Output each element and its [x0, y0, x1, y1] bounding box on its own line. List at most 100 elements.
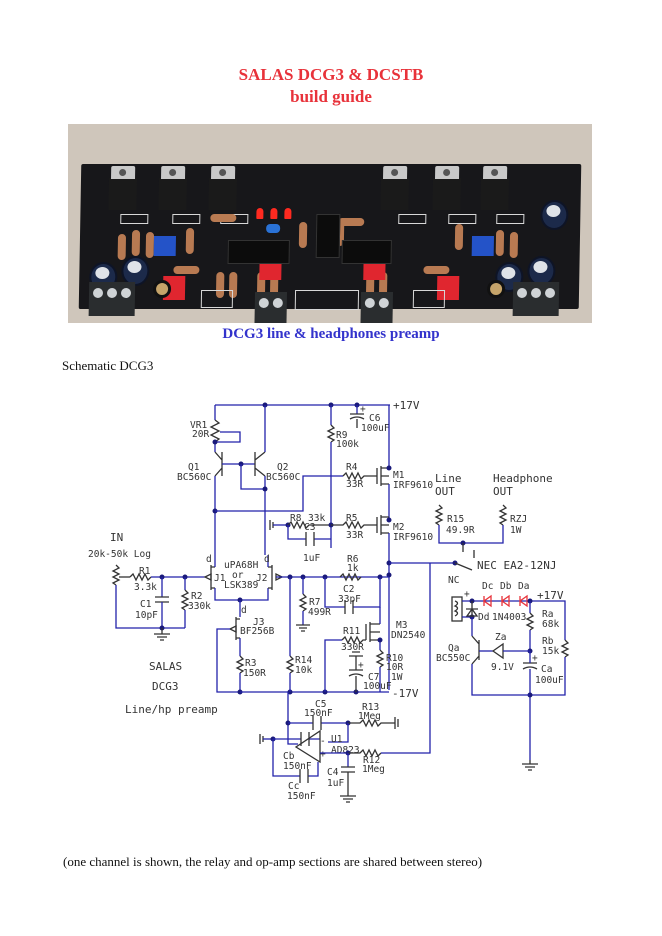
- r6-value: 1k: [347, 563, 359, 574]
- r13-label: R13: [362, 702, 379, 713]
- electrolytic-capacitor: [540, 200, 569, 230]
- c5-label: C5: [315, 699, 326, 710]
- r14-value: 10k: [295, 665, 312, 676]
- qa-label: Qa: [448, 643, 459, 654]
- opamp-plus: +: [320, 749, 326, 760]
- silkscreen: [448, 214, 477, 224]
- dual-jfet-value: uPA68H: [224, 560, 259, 571]
- mosfet-tab: [208, 178, 238, 210]
- line-out-label2: OUT: [435, 485, 455, 498]
- cb-value: 150nF: [283, 761, 312, 772]
- input-label: IN: [110, 531, 123, 544]
- page-subtitle: build guide: [290, 87, 372, 106]
- r2-value: 330k: [188, 601, 211, 612]
- ra-label: Ra: [542, 609, 553, 620]
- r12-label: R12: [363, 755, 380, 766]
- rzj-label: RZJ: [510, 514, 527, 525]
- u1-value: AD823: [331, 745, 360, 756]
- input-pot-label: 20k-50k Log: [88, 549, 151, 560]
- led: [256, 208, 264, 219]
- m2-label: M2: [393, 522, 404, 533]
- mosfet-tab: [158, 178, 188, 210]
- db-label: Db: [500, 581, 512, 592]
- input-connector: [200, 290, 234, 308]
- brand-salas: SALAS: [149, 660, 182, 673]
- c1-value: 10pF: [135, 610, 158, 621]
- resistor: [185, 228, 195, 254]
- r12-value: 1Meg: [362, 764, 385, 775]
- r9-label: R9: [336, 430, 348, 441]
- resistor: [210, 214, 237, 222]
- r10-rating: 1W: [391, 672, 403, 683]
- ra-value: 68k: [542, 619, 559, 630]
- q1-label: Q1: [188, 462, 200, 473]
- silkscreen: [496, 214, 525, 224]
- ic-chip: [315, 214, 341, 258]
- relay: [341, 240, 392, 264]
- line-out-label: Line: [435, 472, 462, 485]
- r15-label: R15: [447, 514, 464, 525]
- silkscreen: [120, 214, 149, 224]
- r15-value: 49.9R: [446, 525, 475, 536]
- c7-value: 100uF: [363, 681, 392, 692]
- q1-value: BC560C: [177, 472, 211, 483]
- r4-value: 33R: [346, 479, 363, 490]
- trimmer-pot: [471, 236, 495, 256]
- footnote: (one channel is shown, the relay and op-…: [63, 854, 483, 869]
- resistor: [131, 230, 141, 256]
- qa-value: BC550C: [436, 653, 470, 664]
- da-label: Da: [518, 581, 529, 592]
- r10-value: 10R: [386, 662, 403, 673]
- resistor: [173, 266, 200, 274]
- r8-value: 33k: [308, 513, 325, 524]
- r9-value: 100k: [336, 439, 359, 450]
- cb-label: Cb: [283, 751, 295, 762]
- r3-label: R3: [245, 658, 256, 669]
- u1-label: U1: [331, 734, 343, 745]
- dual-jfet-alt: LSK389: [224, 580, 259, 591]
- m2-value: IRF9610: [393, 532, 433, 543]
- r7-label: R7: [309, 597, 320, 608]
- opamp-minus: -: [320, 736, 326, 747]
- m1-value: IRF9610: [393, 480, 433, 491]
- r13-value: 1Meg: [358, 711, 381, 722]
- c6-value: 100uF: [361, 423, 390, 434]
- led: [284, 208, 292, 219]
- headphone-out-label2: OUT: [493, 485, 513, 498]
- r8-label: R8: [290, 513, 302, 524]
- vr1-value: 20R: [192, 429, 209, 440]
- relay-nc-label: NC: [448, 575, 459, 586]
- page-title: SALAS DCG3 & DCSTB: [238, 65, 424, 84]
- section-label: Schematic DCG3: [62, 358, 154, 373]
- rb-label: Rb: [542, 636, 554, 647]
- c4-label: C4: [327, 767, 339, 778]
- dd-value: 1N4003: [492, 612, 526, 623]
- j3-drain-label: d: [241, 605, 247, 616]
- rzj-value: 1W: [510, 525, 522, 536]
- mosfet-tab: [108, 178, 138, 210]
- dc-label: Dc: [482, 581, 493, 592]
- pcb-photo: [68, 124, 592, 323]
- schematic-diagram: +17V VR1 20R Q1 BC560C Q2 BC560C R9 100k…: [88, 399, 570, 803]
- j3-label: J3: [253, 617, 264, 628]
- relay-label: NEC EA2-12NJ: [477, 559, 556, 572]
- relay-plus: +: [464, 589, 470, 600]
- ca-label: Ca: [541, 664, 552, 675]
- rail-positive-label: +17V: [393, 399, 420, 412]
- blue-capacitor: [266, 224, 281, 233]
- photo-caption: DCG3 line & headphones preamp: [222, 326, 440, 342]
- brand-tagline: Line/hp preamp: [125, 703, 218, 716]
- terminal-block: [254, 292, 288, 323]
- c4-value: 1uF: [327, 778, 344, 789]
- c3-label: C3: [304, 522, 315, 533]
- r7-value: 499R: [308, 607, 331, 618]
- j3-value: BF256B: [240, 626, 275, 637]
- r3-value: 150R: [243, 668, 266, 679]
- r6-label: R6: [347, 554, 359, 565]
- m3-value: DN2540: [391, 630, 426, 641]
- mosfet-tab: [480, 178, 510, 210]
- trimmer-pot: [153, 236, 177, 256]
- q2-label: Q2: [277, 462, 288, 473]
- terminal-block: [88, 282, 136, 316]
- c3-value: 1uF: [303, 553, 320, 564]
